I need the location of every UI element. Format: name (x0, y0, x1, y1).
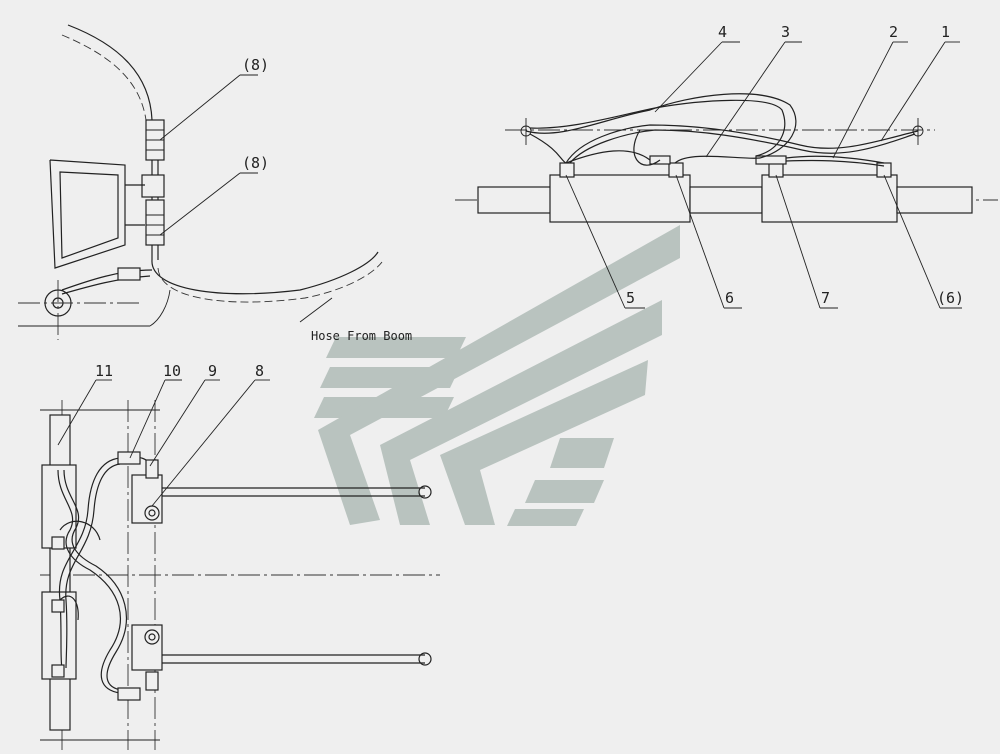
callout-8-lower: (8) (242, 154, 269, 172)
callout-8-upper: (8) (242, 56, 269, 74)
callout-8: 8 (255, 362, 264, 380)
callout-11: 11 (95, 362, 113, 380)
callout-3: 3 (781, 23, 790, 41)
watermark-logo (314, 225, 680, 526)
callout-9: 9 (208, 362, 217, 380)
callout-6: 6 (725, 289, 734, 307)
callout-5: 5 (626, 289, 635, 307)
callout-1: 1 (941, 23, 950, 41)
hose-from-boom-caption: Hose From Boom (311, 329, 412, 343)
top-right-view: 4 3 2 1 5 6 7 (6) (455, 23, 998, 309)
top-left-view: (8) (8) Hose From Boom (18, 24, 412, 343)
callout-7: 7 (821, 289, 830, 307)
callout-6-ref: (6) (937, 289, 964, 307)
bottom-left-view: 11 10 9 8 (40, 362, 440, 750)
callout-10: 10 (163, 362, 181, 380)
callout-2: 2 (889, 23, 898, 41)
callout-4: 4 (718, 23, 727, 41)
